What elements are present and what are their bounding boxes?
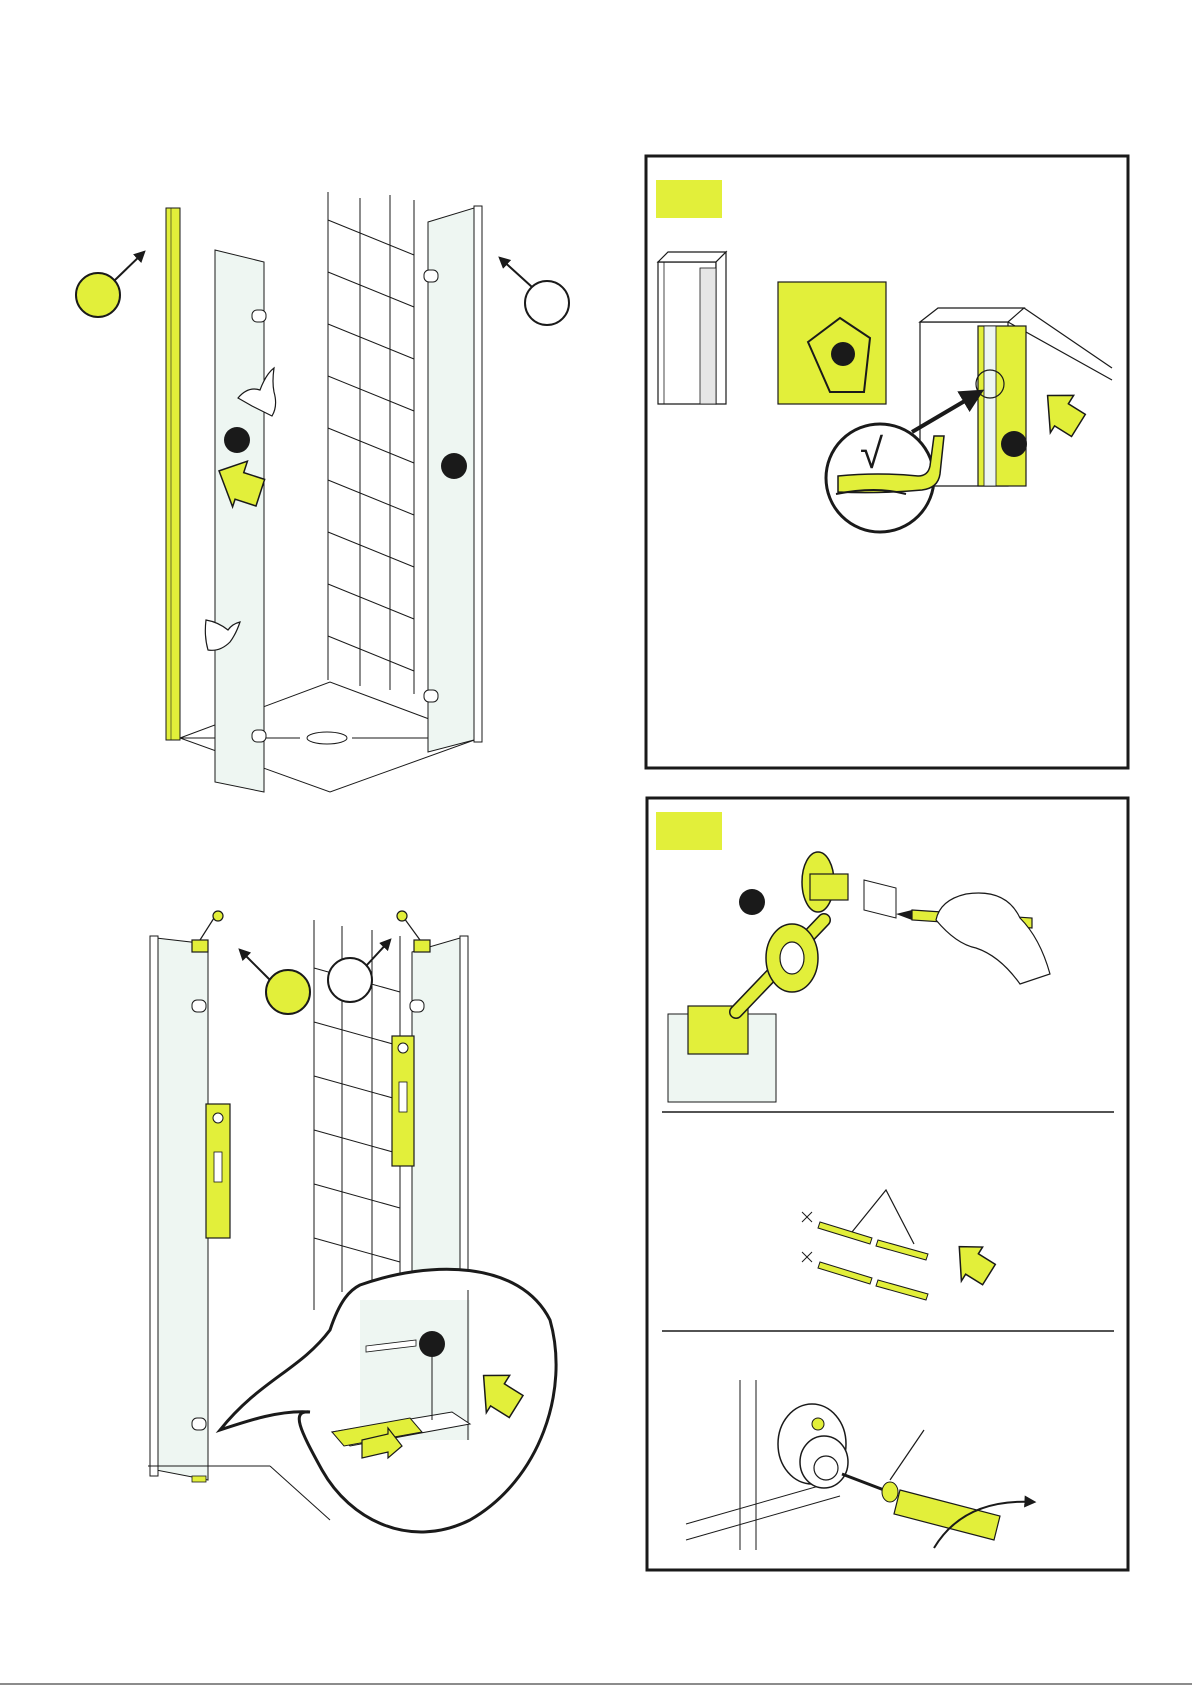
screwdriver-icon <box>894 1490 1000 1540</box>
part-marker <box>441 453 467 479</box>
direction-arrow-icon <box>778 282 886 404</box>
wall-profile-callout <box>525 281 569 325</box>
spirit-level-icon <box>392 1036 414 1166</box>
profile-callout <box>76 273 120 317</box>
left-glass-panel <box>156 938 208 1480</box>
installed-profile <box>920 308 1112 486</box>
left-wall-profile <box>166 208 180 740</box>
wall-plug-icon <box>818 1222 928 1300</box>
screw-bracket-subpanel <box>686 1380 1034 1550</box>
step-badge <box>656 812 722 850</box>
check-mark: √ <box>860 430 884 477</box>
part-marker <box>1001 431 1027 457</box>
step-2-panel: √ <box>646 156 1128 768</box>
wall-profile-icon <box>658 252 726 404</box>
spirit-level-icon <box>206 1104 230 1238</box>
magnified-base-detail <box>220 1269 556 1532</box>
step-3-illustration <box>148 911 556 1532</box>
mark-hole-subpanel <box>668 852 1050 1102</box>
left-glass-door <box>215 250 264 792</box>
right-wall-profile <box>474 206 482 742</box>
push-arrow-icon <box>1032 384 1091 444</box>
part-marker <box>224 427 250 453</box>
insert-plugs-subpanel <box>802 1190 1000 1300</box>
tray-drain <box>307 732 347 744</box>
part-marker <box>419 1331 445 1357</box>
step-badge <box>656 180 722 218</box>
right-glass-door <box>428 208 474 752</box>
tiled-wall <box>328 192 414 694</box>
bracket-callout <box>266 970 310 1014</box>
step-4-panel <box>647 798 1128 1570</box>
step-1-illustration <box>76 192 569 792</box>
part-marker <box>739 889 765 915</box>
wall-bracket-icon <box>192 911 430 952</box>
push-arrow-icon <box>944 1236 999 1291</box>
bracket-callout <box>328 958 372 1002</box>
hand-icon <box>936 893 1050 984</box>
